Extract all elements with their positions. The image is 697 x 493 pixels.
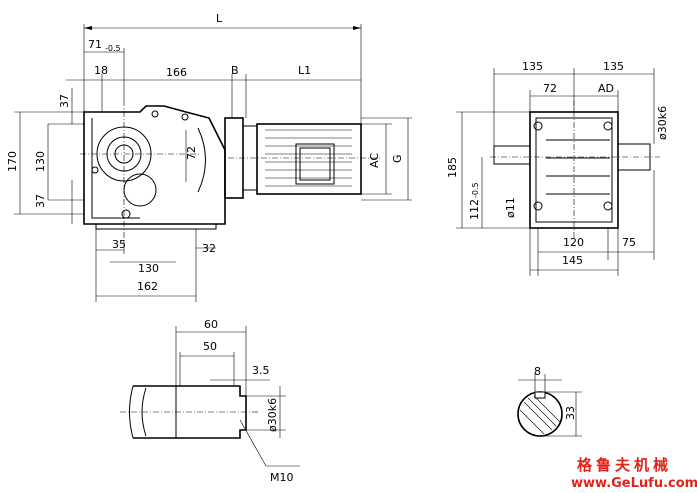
dim-112-tol: -0.5: [471, 182, 480, 198]
dim-60: 60: [204, 318, 218, 331]
dim-L: L: [216, 12, 223, 25]
watermark: 格鲁夫机械 www.GeLufu.com: [571, 456, 697, 491]
dim-33: 33: [564, 406, 577, 420]
watermark-url: www.GeLufu.com: [571, 476, 697, 491]
dim-120: 120: [563, 236, 584, 249]
dim-3-5: 3.5: [252, 364, 270, 377]
keyway-section: 8 33: [517, 365, 582, 437]
dim-130-vertical: 130: [34, 151, 47, 172]
dim-170: 170: [6, 151, 19, 172]
dim-30k6-shaft: ø30k6: [266, 398, 279, 432]
front-view: [80, 100, 380, 240]
dim-37-bottom: 37: [34, 194, 47, 208]
dim-30k6-side: ø30k6: [656, 106, 669, 140]
side-view: [490, 100, 660, 240]
dim-135-right: 135: [603, 60, 624, 73]
dim-M10: M10: [270, 471, 294, 484]
dim-L1: L1: [298, 64, 311, 77]
dim-185: 185: [446, 157, 459, 178]
shaft-section-circle: [517, 391, 563, 437]
terminal-box: [295, 143, 335, 185]
watermark-cn: 格鲁夫机械: [577, 456, 672, 474]
dim-AC: AC: [368, 153, 381, 168]
side-view-dimensions: 135 135 72 AD ø30k6 185 112 -0.5 ø11 120…: [446, 60, 669, 276]
dim-145: 145: [562, 254, 583, 267]
dim-75: 75: [622, 236, 636, 249]
dim-32: 32: [202, 242, 216, 255]
shaft-detail: 60 50 3.5 ø30k6 M10: [120, 318, 300, 484]
dim-35: 35: [112, 238, 126, 251]
dim-37-top: 37: [58, 94, 71, 108]
dim-G: G: [391, 154, 404, 163]
gearbox-housing: [83, 105, 226, 225]
dim-71: 71: [88, 38, 102, 51]
dim-135-left: 135: [522, 60, 543, 73]
dim-166: 166: [166, 66, 187, 79]
motor-body: [256, 123, 362, 195]
dim-71-tol: -0.5: [105, 44, 121, 53]
dim-130-horizontal: 130: [138, 262, 159, 275]
front-view-dimensions: L 71 -0.5 18 166 B L1 170 130 37 37 72: [6, 12, 412, 302]
dim-18: 18: [94, 64, 108, 77]
dim-B: B: [231, 64, 239, 77]
dim-162: 162: [137, 280, 158, 293]
dim-72-left: 72: [185, 146, 198, 160]
dim-AD: AD: [598, 82, 614, 95]
dim-8: 8: [534, 365, 541, 378]
dim-112: 112: [468, 199, 481, 220]
shaft-outline: [133, 385, 247, 439]
dim-11: ø11: [504, 197, 517, 218]
dim-50: 50: [203, 340, 217, 353]
dim-72-right: 72: [543, 82, 557, 95]
